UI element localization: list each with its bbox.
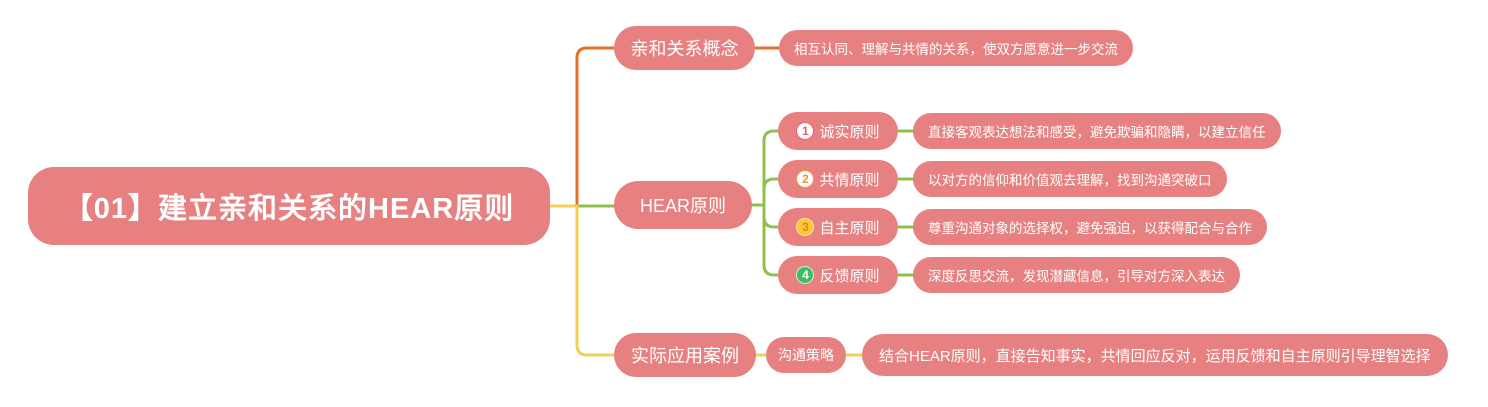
branch-rapport-concept[interactable]: 亲和关系概念 bbox=[614, 26, 755, 70]
child-autonomy-principle[interactable]: 3 自主原则 bbox=[778, 208, 898, 246]
priority-1-icon: 1 bbox=[796, 122, 815, 140]
note-text: 深度反思交流，发现潜藏信息，引导对方深入表达 bbox=[928, 269, 1225, 284]
child-honesty-note[interactable]: 直接客观表达想法和感受，避免欺骗和隐瞒，以建立信任 bbox=[913, 113, 1281, 149]
connector-hear-child4 bbox=[762, 203, 780, 277]
root-label: 【01】建立亲和关系的HEAR原则 bbox=[63, 193, 515, 225]
branch-label: HEAR原则 bbox=[639, 196, 726, 216]
priority-3-icon: 3 bbox=[796, 218, 815, 236]
child-feedback-note[interactable]: 深度反思交流，发现潜藏信息，引导对方深入表达 bbox=[913, 257, 1240, 293]
branch-label: 实际应用案例 bbox=[631, 346, 739, 366]
note-text: 以对方的信仰和价值观去理解，找到沟通突破口 bbox=[928, 173, 1212, 188]
child-communication-strategy[interactable]: 沟通策略 bbox=[766, 337, 846, 373]
child-honesty-principle[interactable]: 1 诚实原则 bbox=[778, 112, 898, 150]
child-empathy-principle[interactable]: 2 共情原则 bbox=[778, 160, 898, 198]
child-label: 沟通策略 bbox=[778, 347, 834, 363]
child-label: 诚实原则 bbox=[819, 123, 880, 141]
child-autonomy-note[interactable]: 尊重沟通对象的选择权，避免强迫，以获得配合与合作 bbox=[913, 209, 1267, 245]
connector-branch1 bbox=[575, 46, 616, 208]
child-label: 共情原则 bbox=[819, 171, 880, 189]
connector-hear-child1 bbox=[762, 129, 780, 207]
branch-rapport-concept-note[interactable]: 相互认同、理解与共情的关系，使双方愿意进一步交流 bbox=[779, 30, 1133, 66]
branch-hear-principles[interactable]: HEAR原则 bbox=[614, 181, 752, 229]
root-node[interactable]: 【01】建立亲和关系的HEAR原则 bbox=[28, 167, 550, 245]
note-text: 结合HEAR原则，直接告知事实，共情回应反对，运用反馈和自主原则引导理智选择 bbox=[879, 347, 1431, 365]
child-feedback-principle[interactable]: 4 反馈原则 bbox=[778, 256, 898, 294]
child-communication-strategy-note[interactable]: 结合HEAR原则，直接告知事实，共情回应反对，运用反馈和自主原则引导理智选择 bbox=[862, 334, 1448, 376]
note-text: 相互认同、理解与共情的关系，使双方愿意进一步交流 bbox=[794, 42, 1118, 57]
priority-2-icon: 2 bbox=[796, 170, 815, 188]
connector-branch3 bbox=[575, 204, 616, 357]
child-empathy-note[interactable]: 以对方的信仰和价值观去理解，找到沟通突破口 bbox=[913, 161, 1227, 197]
note-text: 尊重沟通对象的选择权，避免强迫，以获得配合与合作 bbox=[928, 221, 1252, 236]
connector-hear-child3 bbox=[762, 203, 780, 229]
branch-practical-case[interactable]: 实际应用案例 bbox=[614, 333, 756, 377]
priority-4-icon: 4 bbox=[796, 266, 815, 284]
child-label: 自主原则 bbox=[819, 219, 880, 237]
note-text: 直接客观表达想法和感受，避免欺骗和隐瞒，以建立信任 bbox=[928, 125, 1266, 140]
child-label: 反馈原则 bbox=[819, 267, 880, 285]
branch-label: 亲和关系概念 bbox=[630, 39, 739, 59]
connector-hear-child2 bbox=[762, 177, 780, 207]
